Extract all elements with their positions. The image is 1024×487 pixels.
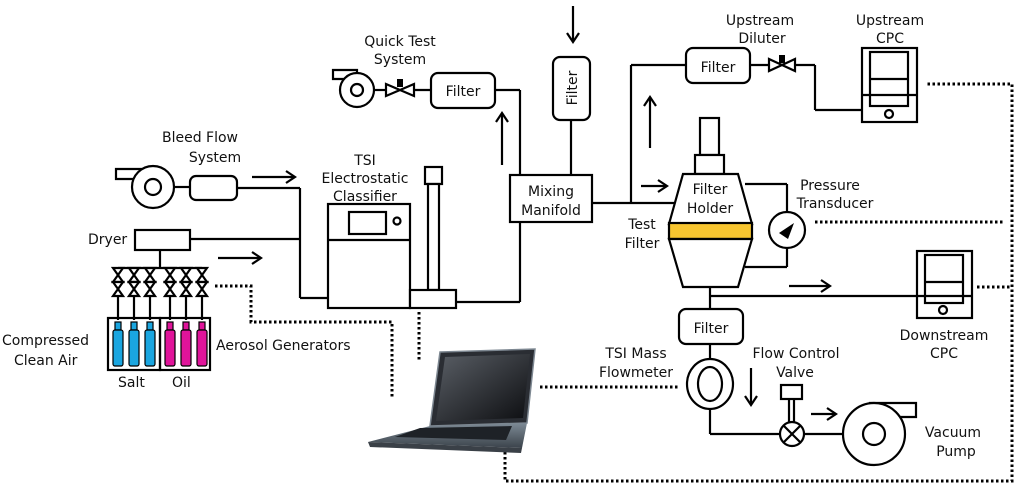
bleed-flow-label: Bleed Flow <box>162 130 238 146</box>
mixing-manifold-label: Mixing <box>528 184 574 200</box>
mass-flowmeter-label: TSI Mass <box>604 346 666 362</box>
filter-holder-label: Filter <box>693 182 728 198</box>
bleed-flow-filter <box>188 174 239 202</box>
pressure-gauge-icon <box>767 210 807 250</box>
flow-arrow-icon <box>218 251 263 265</box>
upstream-diluter-valve <box>767 55 797 73</box>
downstream-cpc <box>915 249 974 320</box>
mass-flowmeter <box>685 357 735 411</box>
downstream-filter-label: Filter <box>694 321 729 337</box>
flow-control-valve <box>778 383 806 448</box>
quick-test-label-2: System <box>374 52 426 68</box>
salt-label: Salt <box>118 375 145 391</box>
classifier-label: TSI <box>353 153 376 169</box>
dryer-label: Dryer <box>88 232 127 248</box>
flow-control-valve-label: Flow Control <box>752 346 839 362</box>
manifold-inlet-filter-label: Filter <box>565 70 581 105</box>
laptop-computer <box>368 348 536 453</box>
flow-arrow-icon <box>495 111 509 165</box>
oil-label: Oil <box>172 375 191 391</box>
pressure-transducer-label: Pressure <box>800 178 860 194</box>
filter-holder <box>667 116 754 289</box>
upstream-diluter-label-2: Diluter <box>738 31 786 47</box>
quick-test-valve <box>384 79 416 98</box>
flow-arrow-icon <box>811 407 838 421</box>
oil-cylinder-box <box>158 316 212 372</box>
mixing-manifold <box>508 173 594 224</box>
signal-lines <box>215 82 1014 483</box>
classifier-label-3: Classifier <box>333 189 397 205</box>
filter-holder-label-2: Holder <box>687 201 733 217</box>
dryer <box>133 228 192 252</box>
flow-arrow-icon <box>252 170 297 184</box>
mass-flowmeter-label-2: Flowmeter <box>599 365 673 381</box>
flow-arrow-icon <box>789 279 832 293</box>
compressed-air-label: Compressed <box>2 333 89 349</box>
salt-cylinders <box>112 321 156 367</box>
test-filter-label-2: Filter <box>625 236 660 252</box>
vacuum-pump <box>841 401 918 467</box>
vacuum-pump-label: Vacuum <box>925 425 981 441</box>
downstream-cpc-label: Downstream <box>900 328 989 344</box>
test-filter <box>667 221 754 241</box>
downstream-cpc-label-2: CPC <box>930 346 958 362</box>
bleed-flow-label-2: System <box>189 150 241 166</box>
flow-arrow-icon <box>643 95 657 148</box>
electrostatic-classifier <box>326 165 458 310</box>
flow-arrow-icon <box>744 368 758 407</box>
generator-valves <box>110 266 210 320</box>
quick-test-pump <box>331 68 376 109</box>
mixing-manifold-label-2: Manifold <box>521 203 581 219</box>
flow-arrow-icon <box>641 179 669 193</box>
upstream-diluter-label: Upstream <box>726 13 794 29</box>
flow-control-valve-label-2: Valve <box>776 365 814 381</box>
flow-arrow-icon <box>566 6 580 44</box>
upstream-filter-label: Filter <box>701 60 736 76</box>
oil-cylinders <box>164 321 208 367</box>
upstream-cpc-label: Upstream <box>856 13 924 29</box>
quick-test-label: Quick Test <box>364 34 436 50</box>
bleed-flow-pump <box>114 164 176 210</box>
vacuum-pump-label-2: Pump <box>936 444 976 460</box>
classifier-label-2: Electrostatic <box>322 171 409 187</box>
upstream-cpc <box>860 46 919 124</box>
quick-test-filter-label: Filter <box>446 84 481 100</box>
pressure-transducer-label-2: Transducer <box>796 196 874 212</box>
aerosol-generators-label: Aerosol Generators <box>216 338 351 354</box>
compressed-air-label-2: Clean Air <box>14 353 78 369</box>
test-filter-label: Test <box>627 217 656 233</box>
upstream-cpc-label-2: CPC <box>876 31 904 47</box>
